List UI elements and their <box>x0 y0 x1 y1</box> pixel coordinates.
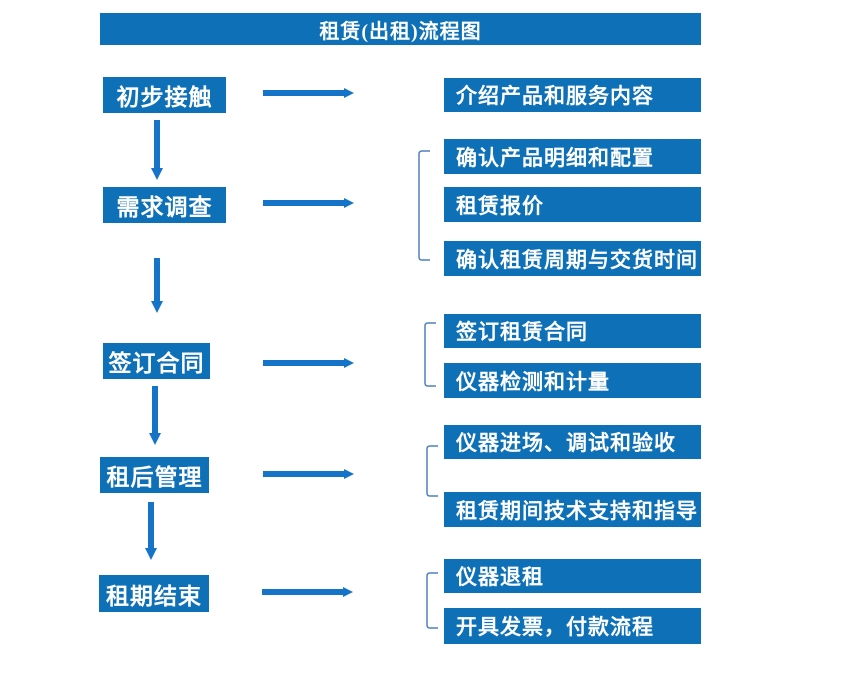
step-instrument-testing: 仪器检测和计量 <box>444 363 701 398</box>
right-arrow-needs-survey <box>263 198 354 208</box>
step-confirm-period: 确认租赁周期与交货时间 <box>444 241 701 276</box>
stage-rental-end: 租期结束 <box>99 575 209 612</box>
stage-needs-survey: 需求调查 <box>103 187 226 223</box>
diagram-title: 租赁(出租)流程图 <box>100 13 701 45</box>
right-arrow-initial-contact <box>263 88 354 98</box>
down-arrow-4 <box>145 502 157 560</box>
step-sign-rental-contract: 签订租赁合同 <box>444 314 701 348</box>
step-invoice-payment: 开具发票，付款流程 <box>444 608 701 644</box>
step-tech-support: 租赁期间技术支持和指导 <box>444 492 701 527</box>
stage-post-rental: 租后管理 <box>100 457 209 493</box>
step-rental-quote: 租赁报价 <box>444 187 701 222</box>
step-instrument-return: 仪器退租 <box>444 559 701 593</box>
bracket-post-rental-group <box>426 445 438 497</box>
bracket-sign-contract-group <box>424 322 436 387</box>
down-arrow-1 <box>151 120 163 180</box>
stage-initial-contact: 初步接触 <box>103 77 226 113</box>
step-confirm-details: 确认产品明细和配置 <box>444 139 701 174</box>
bracket-needs-survey-group <box>418 150 430 261</box>
step-instrument-setup: 仪器进场、调试和验收 <box>444 425 701 459</box>
stage-sign-contract: 签订合同 <box>103 343 210 379</box>
bracket-rental-end-group <box>426 572 438 629</box>
right-arrow-rental-end <box>262 587 353 597</box>
step-introduce-products: 介绍产品和服务内容 <box>444 78 701 112</box>
down-arrow-2 <box>151 258 163 313</box>
right-arrow-post-rental <box>263 469 354 479</box>
down-arrow-3 <box>149 386 161 445</box>
right-arrow-sign-contract <box>263 358 354 368</box>
